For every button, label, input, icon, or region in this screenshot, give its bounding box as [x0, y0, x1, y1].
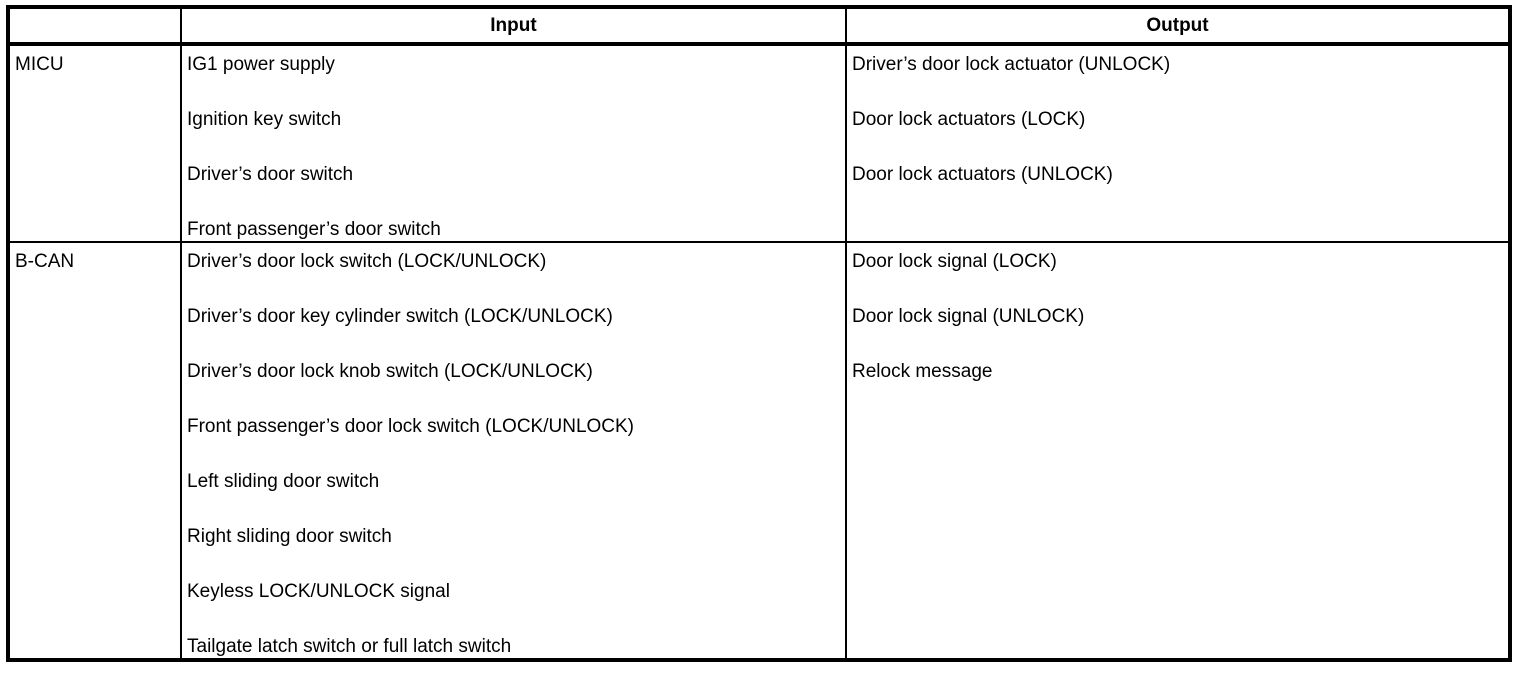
row-label-cell-bcan: B-CAN — [7, 241, 182, 661]
input-item: Left sliding door switch — [187, 471, 380, 492]
input-item: Driver’s door key cylinder switch (LOCK/… — [187, 306, 613, 327]
output-item: Driver’s door lock actuator (UNLOCK) — [852, 54, 1171, 75]
row-label-cell-micu: MICU — [7, 43, 182, 243]
input-item: Ignition key switch — [187, 109, 342, 130]
header-input: Input — [180, 6, 847, 46]
input-item: Front passenger’s door lock switch (LOCK… — [187, 416, 635, 437]
micu-input-output-table: Input Output MICU IG1 power supply Ignit… — [6, 5, 1512, 662]
bcan-input-cell: Driver’s door lock switch (LOCK/UNLOCK) … — [180, 241, 847, 661]
table-row-bcan: B-CAN Driver’s door lock switch (LOCK/UN… — [7, 241, 1511, 661]
output-item: Relock message — [852, 361, 993, 382]
header-output: Output — [845, 6, 1511, 46]
table-header-row: Input Output — [7, 6, 1511, 46]
input-item: Keyless LOCK/UNLOCK signal — [187, 581, 450, 602]
input-item: Right sliding door switch — [187, 526, 392, 547]
output-item: Door lock signal (LOCK) — [852, 251, 1057, 272]
input-item: Tailgate latch switch or full latch swit… — [187, 636, 512, 657]
input-item: Driver’s door lock switch (LOCK/UNLOCK) — [187, 251, 547, 272]
table-row-micu: MICU IG1 power supply Ignition key switc… — [7, 43, 1511, 243]
micu-input-cell: IG1 power supply Ignition key switch Dri… — [180, 43, 847, 243]
micu-output-cell: Driver’s door lock actuator (UNLOCK) Doo… — [845, 43, 1511, 243]
input-item: Driver’s door lock knob switch (LOCK/UNL… — [187, 361, 593, 382]
input-item: Front passenger’s door switch — [187, 219, 441, 240]
row-label-bcan: B-CAN — [15, 251, 75, 272]
header-blank-cell — [7, 6, 182, 46]
input-item: Driver’s door switch — [187, 164, 354, 185]
bcan-output-cell: Door lock signal (LOCK) Door lock signal… — [845, 241, 1511, 661]
input-item: IG1 power supply — [187, 54, 335, 75]
row-label-micu: MICU — [15, 54, 64, 75]
output-item: Door lock actuators (LOCK) — [852, 109, 1086, 130]
output-item: Door lock signal (UNLOCK) — [852, 306, 1085, 327]
output-item: Door lock actuators (UNLOCK) — [852, 164, 1113, 185]
